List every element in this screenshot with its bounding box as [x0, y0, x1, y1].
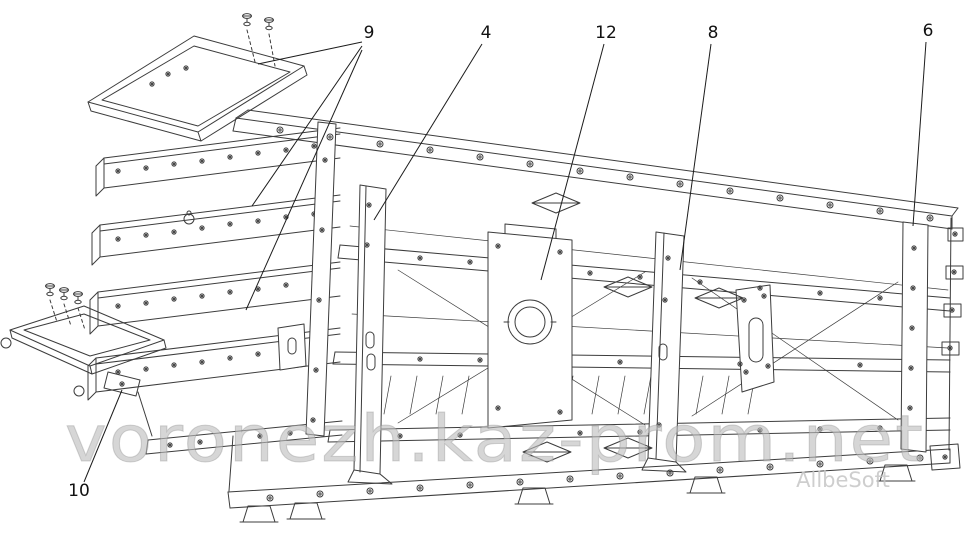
sieve-tray-stack	[73, 127, 341, 401]
callout-8: 8	[708, 23, 719, 43]
watermark-subtext: AllbeSoft	[796, 468, 890, 492]
callout-4: 4	[481, 23, 492, 43]
side-lid-fasteners	[45, 283, 86, 331]
latch-bracket	[735, 284, 775, 393]
callout-10: 10	[68, 481, 90, 501]
callout-6: 6	[923, 21, 934, 41]
callout-9: 9	[364, 23, 375, 43]
top-lid-fasteners	[242, 13, 276, 67]
access-plate	[487, 223, 573, 429]
watermark-text: voronezh.kaz-prom.net	[65, 403, 925, 477]
top-lid-panel	[87, 35, 308, 142]
callout-12: 12	[595, 23, 617, 43]
right-end-flanges	[929, 227, 964, 471]
side-lid-panel	[0, 305, 167, 437]
drawing-lines	[0, 13, 964, 523]
main-frame	[145, 109, 964, 523]
watermark: voronezh.kaz-prom.net AllbeSoft	[65, 403, 925, 493]
support-posts	[305, 121, 929, 485]
diagonal-braces	[397, 269, 899, 426]
callouts: 9 4 12 8 6 10	[68, 21, 933, 501]
